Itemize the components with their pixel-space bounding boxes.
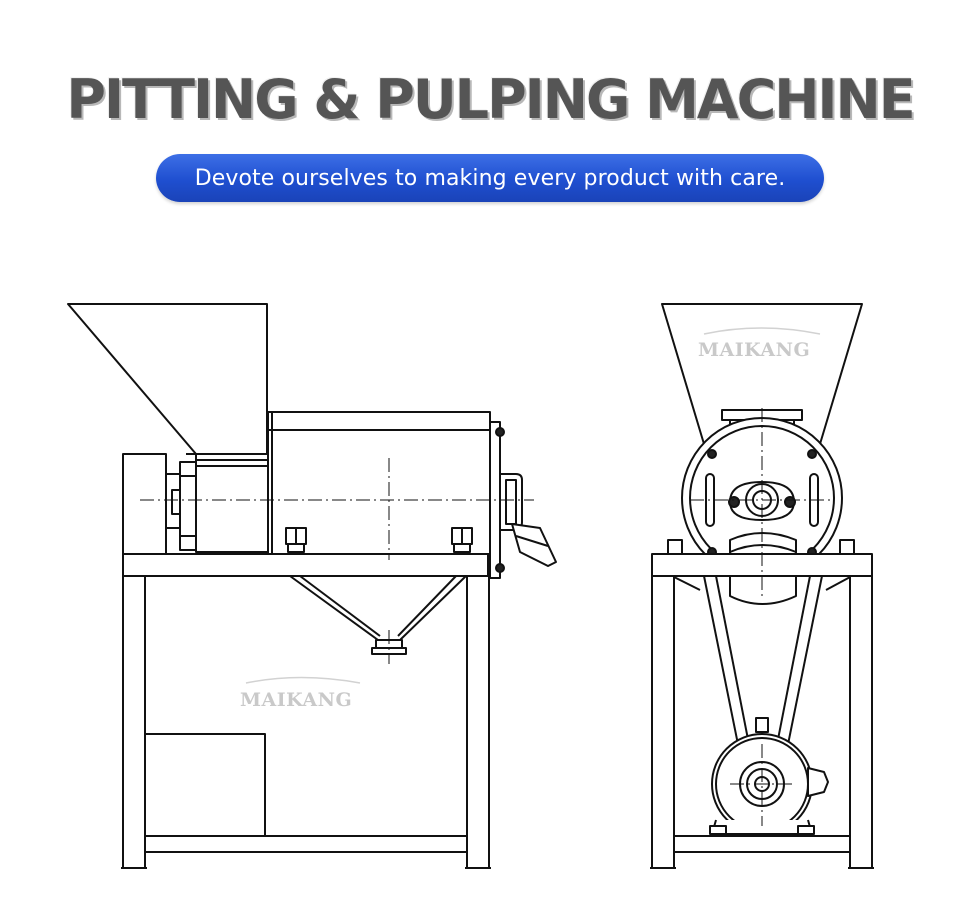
front-view-drawing: MAIKANG xyxy=(650,303,874,869)
side-frame xyxy=(121,553,491,869)
side-end-flange xyxy=(489,421,557,579)
side-center-lines xyxy=(140,458,534,664)
side-view-drawing: MAIKANG xyxy=(67,303,557,869)
tagline-banner: Devote ourselves to making every product… xyxy=(156,154,824,202)
front-motor xyxy=(709,717,829,835)
side-screw-housing xyxy=(195,411,491,555)
side-watermark: MAIKANG xyxy=(240,689,352,711)
page-title: PITTING & PULPING MACHINE xyxy=(66,68,915,131)
side-discharge-funnel xyxy=(289,575,467,655)
front-watermark: MAIKANG xyxy=(698,339,810,361)
side-bearing-block xyxy=(122,453,197,555)
front-center-lines xyxy=(690,408,834,826)
side-hopper xyxy=(67,303,268,462)
tagline-text: Devote ourselves to making every product… xyxy=(194,165,786,191)
